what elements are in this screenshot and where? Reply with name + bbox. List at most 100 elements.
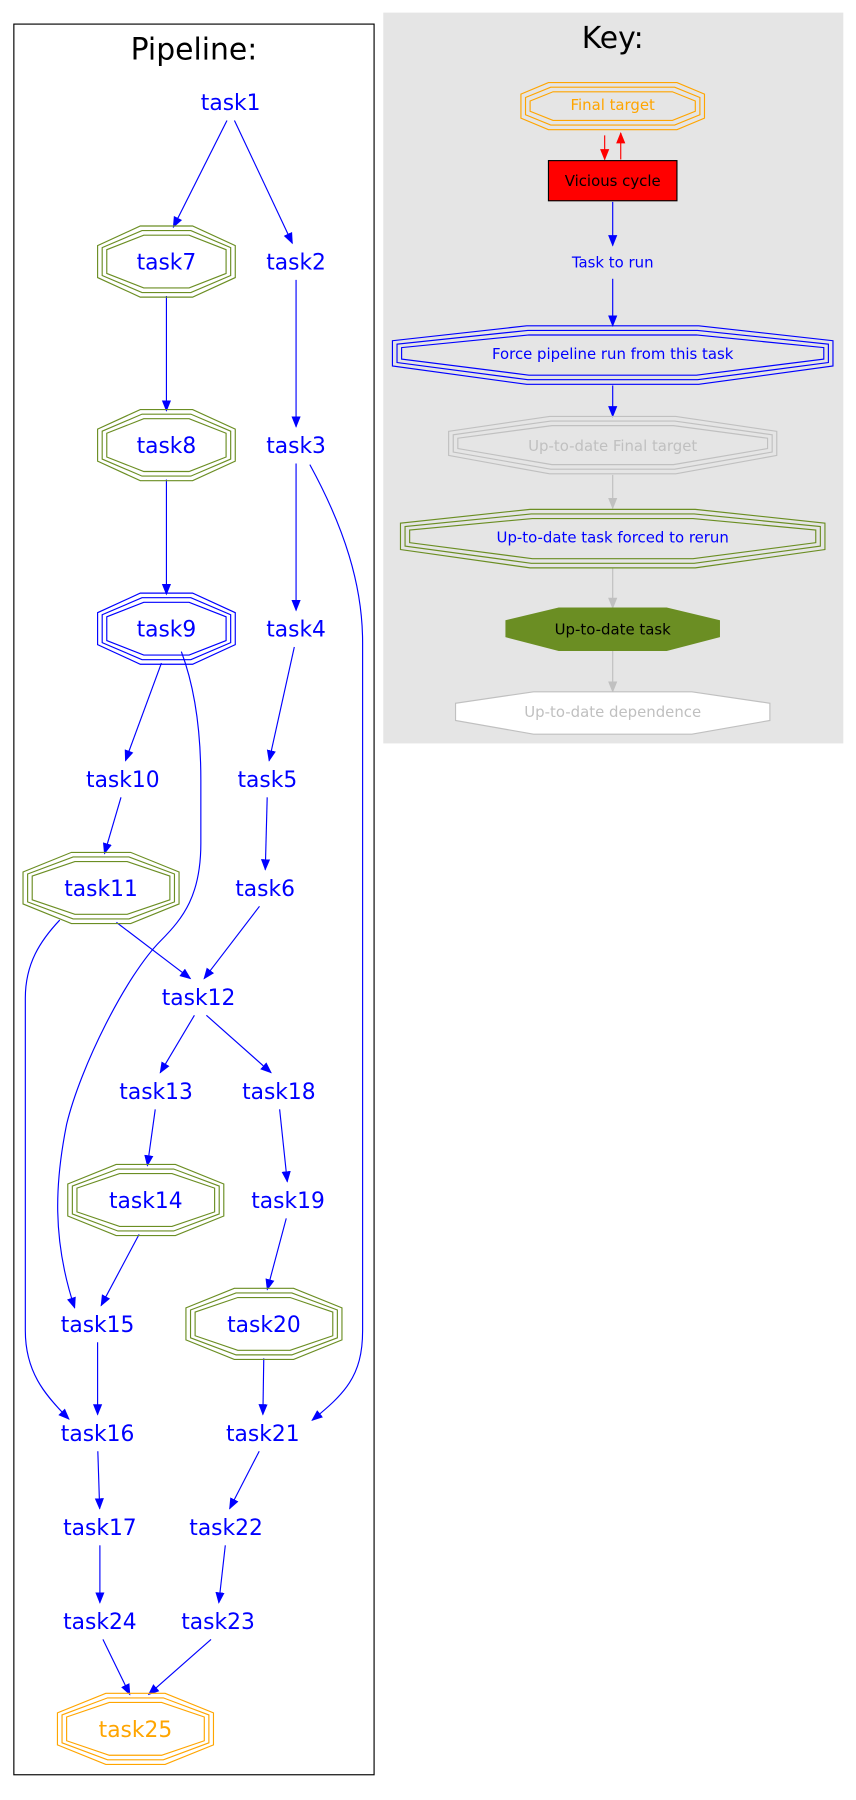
key-final-target-outline-outer bbox=[520, 82, 706, 131]
key-vicious-cycle-box bbox=[547, 160, 678, 202]
node-label: task17 bbox=[63, 1516, 137, 1541]
node-outline-outer bbox=[185, 1287, 343, 1361]
node-task17: task17 bbox=[63, 1516, 137, 1541]
pipeline-nodes: task1task2task3task4task5task6task7task8… bbox=[22, 91, 343, 1766]
key-final-target-outline-inner bbox=[529, 91, 696, 122]
key-force-from-here: Force pipeline run from this task bbox=[391, 325, 834, 385]
node-outline-middle bbox=[101, 413, 232, 477]
edge-task22-to-task23 bbox=[215, 1545, 226, 1604]
node-task23: task23 bbox=[181, 1610, 255, 1635]
key-uptodate-task-label: Up-to-date task bbox=[555, 620, 671, 638]
edge-task18-to-task19 bbox=[279, 1109, 291, 1183]
node-outline-middle bbox=[71, 1168, 220, 1232]
node-outline-inner bbox=[31, 860, 171, 915]
node-task24: task24 bbox=[63, 1610, 137, 1635]
key-vicious-cycle: Vicious cycle bbox=[547, 160, 678, 202]
key-forced-outline-middle bbox=[404, 513, 821, 564]
node-label: task20 bbox=[227, 1313, 301, 1338]
node-label: task1 bbox=[201, 91, 261, 116]
node-label: task7 bbox=[137, 251, 197, 276]
key-uptodate-dependence-shape bbox=[454, 691, 771, 735]
key-final-target-label: Final target bbox=[570, 96, 655, 114]
node-label: task21 bbox=[226, 1422, 300, 1447]
node-task9: task9 bbox=[97, 592, 236, 665]
node-task11: task11 bbox=[22, 851, 180, 925]
node-task15: task15 bbox=[61, 1313, 135, 1338]
node-outline-middle bbox=[101, 230, 232, 294]
node-label: task10 bbox=[86, 768, 160, 793]
pipeline-cluster: Pipeline: task1 task2 task3 task4 task5 task6… bbox=[13, 23, 375, 1776]
edge-task11-to-task12 bbox=[116, 921, 192, 980]
key-uptodate-final-outline-inner bbox=[457, 425, 769, 466]
pipeline-title: Pipeline: bbox=[131, 33, 258, 68]
edge-task14-to-task15 bbox=[100, 1234, 140, 1307]
node-outline-middle bbox=[189, 1292, 338, 1356]
key-final-target-outline-middle bbox=[524, 86, 701, 126]
node-task10: task10 bbox=[86, 768, 160, 793]
key-uptodate-dependence: Up-to-date dependence bbox=[454, 691, 771, 735]
key-forced-outline-inner bbox=[409, 517, 817, 560]
key-cluster: Key: Final target Vicious cycle Task to … bbox=[383, 12, 844, 744]
node-task7: task7 bbox=[97, 225, 236, 298]
node-label: task19 bbox=[251, 1189, 325, 1214]
key-final-target: Final target bbox=[520, 82, 706, 131]
node-task19: task19 bbox=[251, 1189, 325, 1214]
key-uptodate-task: Up-to-date task bbox=[505, 607, 720, 652]
edge-task5-to-task6 bbox=[260, 797, 271, 871]
node-label: task11 bbox=[64, 877, 138, 902]
node-label: task23 bbox=[181, 1610, 255, 1635]
node-task4: task4 bbox=[266, 618, 326, 643]
node-label: task16 bbox=[61, 1422, 135, 1447]
edge-task23-to-task25 bbox=[147, 1638, 212, 1696]
edge-task19-to-task20 bbox=[265, 1218, 287, 1291]
pipeline-cluster-border bbox=[13, 23, 375, 1776]
key-vicious-cycle-label: Vicious cycle bbox=[565, 172, 661, 190]
edge-task12-to-task18 bbox=[206, 1014, 272, 1074]
key-uptodate-task-shape bbox=[505, 607, 720, 652]
edge-task4-to-task5 bbox=[266, 646, 295, 762]
node-task5: task5 bbox=[238, 768, 298, 793]
key-forced-label: Up-to-date task forced to rerun bbox=[497, 529, 729, 547]
key-uptodate-final-outline-outer bbox=[448, 415, 778, 475]
node-outline-middle bbox=[61, 1697, 210, 1761]
key-uptodate-final-outline-middle bbox=[452, 420, 773, 470]
node-label: task2 bbox=[266, 251, 326, 276]
node-label: task24 bbox=[63, 1610, 137, 1635]
key-force-outline-inner bbox=[401, 334, 825, 376]
key-uptodate-dependence-label: Up-to-date dependence bbox=[524, 703, 701, 721]
node-outline-middle bbox=[27, 856, 176, 920]
edge-task11-to-task16 bbox=[24, 919, 70, 1420]
key-title: Key: bbox=[582, 21, 644, 56]
node-label: task22 bbox=[189, 1516, 263, 1541]
node-task21: task21 bbox=[226, 1422, 300, 1447]
node-outline-outer bbox=[97, 592, 236, 665]
node-label: task13 bbox=[119, 1080, 193, 1105]
node-task12: task12 bbox=[162, 986, 236, 1011]
node-label: task6 bbox=[235, 877, 295, 902]
node-task16: task16 bbox=[61, 1422, 135, 1447]
node-label: task15 bbox=[61, 1313, 135, 1338]
edge-task24-to-task25 bbox=[102, 1639, 131, 1696]
key-force-label: Force pipeline run from this task bbox=[492, 345, 734, 363]
key-uptodate-forced-rerun: Up-to-date task forced to rerun bbox=[399, 508, 826, 569]
node-outline-inner bbox=[106, 418, 227, 473]
key-uptodate-final-label: Up-to-date Final target bbox=[528, 437, 697, 455]
node-outline-outer bbox=[56, 1692, 215, 1766]
key-force-outline-middle bbox=[396, 329, 829, 381]
node-outline-inner bbox=[66, 1701, 205, 1756]
edge-task3-to-task21 bbox=[309, 464, 364, 1421]
edge-task13-to-task14 bbox=[144, 1109, 156, 1167]
pipeline-edges bbox=[24, 120, 364, 1696]
edge-task9-to-task15 bbox=[57, 651, 202, 1309]
node-task3: task3 bbox=[266, 434, 326, 459]
node-task20: task20 bbox=[185, 1287, 343, 1361]
node-label: task5 bbox=[238, 768, 298, 793]
node-label: task4 bbox=[266, 618, 326, 643]
edge-task10-to-task11 bbox=[102, 797, 122, 855]
node-task14: task14 bbox=[67, 1163, 225, 1237]
node-label: task18 bbox=[242, 1080, 316, 1105]
node-label: task3 bbox=[266, 434, 326, 459]
edge-task21-to-task22 bbox=[229, 1450, 260, 1510]
key-task-to-run-label: Task to run bbox=[571, 253, 654, 271]
